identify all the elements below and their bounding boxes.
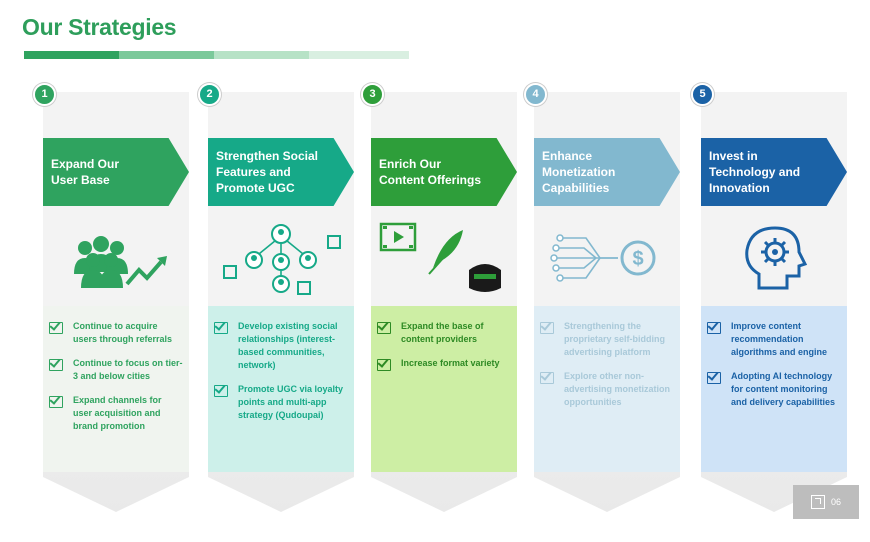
checkbox-icon [540, 322, 554, 334]
bullet-list: Continue to acquire users through referr… [49, 320, 183, 444]
monetization-icon: $ [534, 218, 680, 300]
step-number-badge: 2 [198, 83, 221, 106]
heading-line: Monetization [542, 165, 616, 179]
bullet-text: Strengthening the proprietary self-biddi… [564, 321, 666, 357]
bullet-text: Adopting AI technology for content monit… [731, 371, 836, 407]
column-lower-panel [43, 306, 189, 472]
heading-line: Invest in [709, 149, 758, 163]
bullet-text: Explore other non-advertising monetizati… [564, 371, 671, 407]
bullet-text: Continue to acquire users through referr… [73, 321, 173, 344]
bullet-item: Continue to acquire users through referr… [49, 320, 183, 346]
bullet-list: Develop existing social relationships (i… [214, 320, 348, 433]
bullet-list: Improve content recommendation algorithm… [707, 320, 841, 420]
heading-line: Promote UGC [216, 181, 295, 195]
heading-line: Technology and [709, 165, 801, 179]
column-lower-panel [208, 306, 354, 472]
svg-text:$: $ [632, 248, 643, 270]
column-lower-panel [371, 306, 517, 472]
bullet-text: Promote UGC via loyalty points and multi… [238, 384, 344, 420]
checkbox-icon [214, 322, 228, 334]
heading-line: Enhance [542, 149, 593, 163]
heading-line: Strengthen Social [216, 149, 319, 163]
checkbox-icon [540, 372, 554, 384]
content-icon [371, 218, 517, 300]
page-number: 06 [830, 497, 841, 507]
bullet-item: Increase format variety [377, 357, 511, 371]
bullet-item: Strengthening the proprietary self-biddi… [540, 320, 674, 359]
heading-line: Capabilities [542, 181, 610, 195]
heading-line: Features and [216, 165, 291, 179]
checkbox-icon [707, 322, 721, 334]
bullet-item: Expand channels for user acquisition and… [49, 394, 183, 433]
bullet-item: Expand the base of content providers [377, 320, 511, 346]
title-underline [24, 51, 409, 59]
checkbox-icon [377, 322, 391, 334]
users-growth-icon [43, 218, 189, 300]
step-number-badge: 1 [33, 83, 56, 106]
step-number-badge: 5 [691, 83, 714, 106]
bullet-list: Expand the base of content providers Inc… [377, 320, 511, 382]
bullet-item: Adopting AI technology for content monit… [707, 370, 841, 409]
heading-line: Enrich Our [379, 157, 442, 171]
checkbox-icon [49, 322, 63, 334]
bullet-item: Develop existing social relationships (i… [214, 320, 348, 372]
column-lower-panel [701, 306, 847, 472]
column-lower-panel [534, 306, 680, 472]
checkbox-icon [214, 385, 228, 397]
underline-seg-2 [119, 51, 214, 59]
page-indicator[interactable]: 06 [793, 485, 859, 519]
bullet-item: Improve content recommendation algorithm… [707, 320, 841, 359]
bullet-item: Explore other non-advertising monetizati… [540, 370, 674, 409]
bullet-item: Continue to focus on tier-3 and below ci… [49, 357, 183, 383]
checkbox-icon [377, 359, 391, 371]
bullet-text: Improve content recommendation algorithm… [731, 321, 828, 357]
bullet-text: Increase format variety [401, 358, 500, 368]
checkbox-icon [49, 396, 63, 408]
heading-line: Content Offerings [379, 173, 481, 187]
bullet-text: Continue to focus on tier-3 and below ci… [73, 358, 183, 381]
underline-seg-3 [214, 51, 309, 59]
bullet-text: Develop existing social relationships (i… [238, 321, 338, 370]
social-network-icon [208, 218, 354, 300]
step-number-badge: 4 [524, 83, 547, 106]
bullet-item: Promote UGC via loyalty points and multi… [214, 383, 348, 422]
bullet-text: Expand channels for user acquisition and… [73, 395, 162, 431]
ai-head-icon [701, 218, 847, 300]
underline-seg-1 [24, 51, 119, 59]
page-title: Our Strategies [22, 14, 177, 40]
checkbox-icon [707, 372, 721, 384]
checkbox-icon [49, 359, 63, 371]
heading-line: Innovation [709, 181, 770, 195]
bullet-list: Strengthening the proprietary self-biddi… [540, 320, 674, 420]
heading-line: Expand Our [51, 157, 120, 171]
underline-seg-4 [309, 51, 409, 59]
expand-icon [810, 495, 825, 509]
heading-line: User Base [51, 173, 110, 187]
step-number-badge: 3 [361, 83, 384, 106]
bullet-text: Expand the base of content providers [401, 321, 484, 344]
